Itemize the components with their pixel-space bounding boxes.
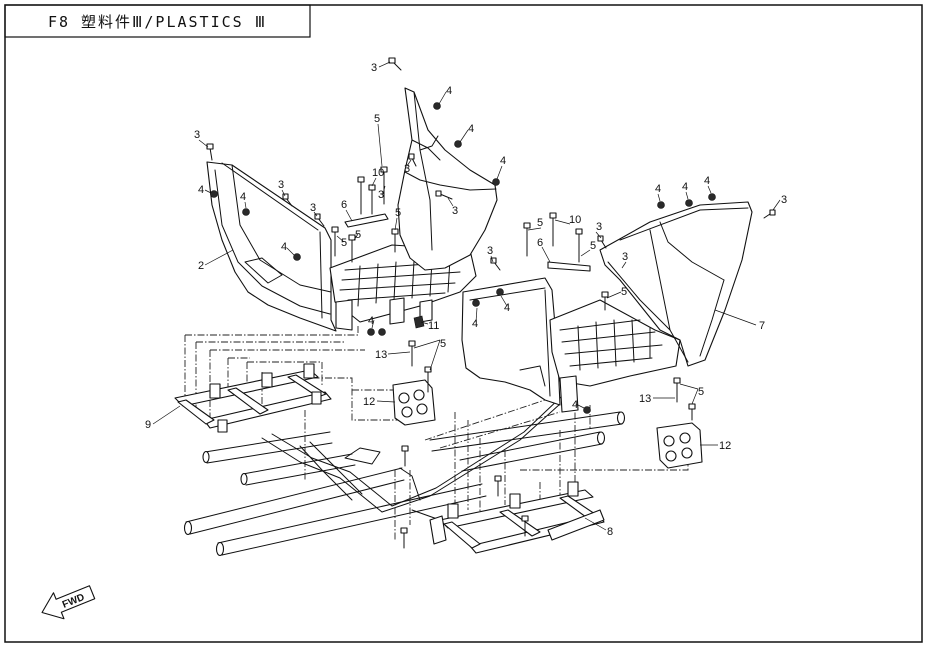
bolts — [206, 57, 776, 549]
callout-label: 3 — [371, 62, 377, 74]
callout-label: 4 — [240, 191, 246, 203]
callout-label: 4 — [500, 155, 506, 167]
callout-label: 6 — [341, 199, 347, 211]
diagram-border — [4, 4, 923, 643]
callout-label: 4 — [198, 184, 204, 196]
fwd-arrow-icon: FWD — [41, 585, 96, 620]
callout-label: 9 — [145, 419, 151, 431]
callout-label: 3 — [596, 221, 602, 233]
callout-label: 3 — [452, 205, 458, 217]
callout-label: 4 — [704, 175, 710, 187]
mounting-plate-right — [656, 422, 703, 469]
callout-label: 5 — [355, 229, 361, 241]
callout-label: 5 — [341, 237, 347, 249]
right-floorboard — [549, 299, 681, 413]
callout-label: 10 — [372, 167, 384, 179]
callout-label: 12 — [719, 440, 731, 452]
callout-label: 4 — [281, 241, 287, 253]
callout-label: 3 — [378, 189, 384, 201]
page-title: F8 塑料件Ⅲ/PLASTICS Ⅲ — [47, 12, 268, 31]
callout-label: 4 — [446, 85, 452, 97]
callout-label: 8 — [607, 526, 613, 538]
callout-label: 4 — [504, 302, 510, 314]
title-box — [4, 4, 311, 38]
callout-label: 3 — [781, 194, 787, 206]
right-fender-panel — [461, 277, 561, 406]
callout-label: 3 — [310, 202, 316, 214]
callout-label: 5 — [537, 217, 543, 229]
callout-label: 6 — [537, 237, 543, 249]
bracket-right — [547, 261, 591, 272]
callout-label: 5 — [374, 113, 380, 125]
mounting-plate-left — [392, 379, 436, 426]
callout-label: 2 — [198, 260, 204, 272]
callout-label: 5 — [590, 240, 596, 252]
chassis-tubes — [183, 395, 626, 557]
callout-label: 5 — [440, 338, 446, 350]
callout-label: 13 — [639, 393, 651, 405]
callout-label: 4 — [655, 183, 661, 195]
callout-label: 4 — [572, 399, 578, 411]
fwd-label: FWD — [61, 592, 86, 611]
callout-label: 3 — [194, 129, 200, 141]
left-fender — [206, 161, 337, 332]
callout-label: 13 — [375, 349, 387, 361]
bracket-left — [344, 213, 389, 228]
front-fender — [599, 201, 753, 367]
right-frame-bracket — [429, 481, 605, 554]
callout-label: 11 — [428, 320, 439, 332]
callout-leaders — [152, 61, 781, 531]
callout-label: 12 — [363, 396, 375, 408]
callout-label: 5 — [621, 286, 627, 298]
callout-label: 4 — [472, 318, 478, 330]
left-frame-bracket — [174, 363, 332, 433]
callout-label: 10 — [569, 214, 581, 226]
callout-label: 4 — [682, 181, 688, 193]
callout-label: 3 — [278, 179, 284, 191]
callout-label: 5 — [698, 386, 704, 398]
callout-label: 3 — [404, 163, 410, 175]
callout-label: 7 — [759, 320, 765, 332]
callout-label: 5 — [395, 207, 401, 219]
callout-label: 4 — [468, 123, 474, 135]
rear-fender-upright — [397, 87, 498, 271]
callout-label: 3 — [487, 245, 493, 257]
callout-labels: 3 4 4 4 3 5 10 3 3 5 6 5 5 3 4 4 3 3 4 2… — [145, 62, 787, 538]
hex-nuts — [210, 102, 716, 414]
callout-label: 4 — [368, 315, 374, 327]
callout-label: 3 — [622, 251, 628, 263]
